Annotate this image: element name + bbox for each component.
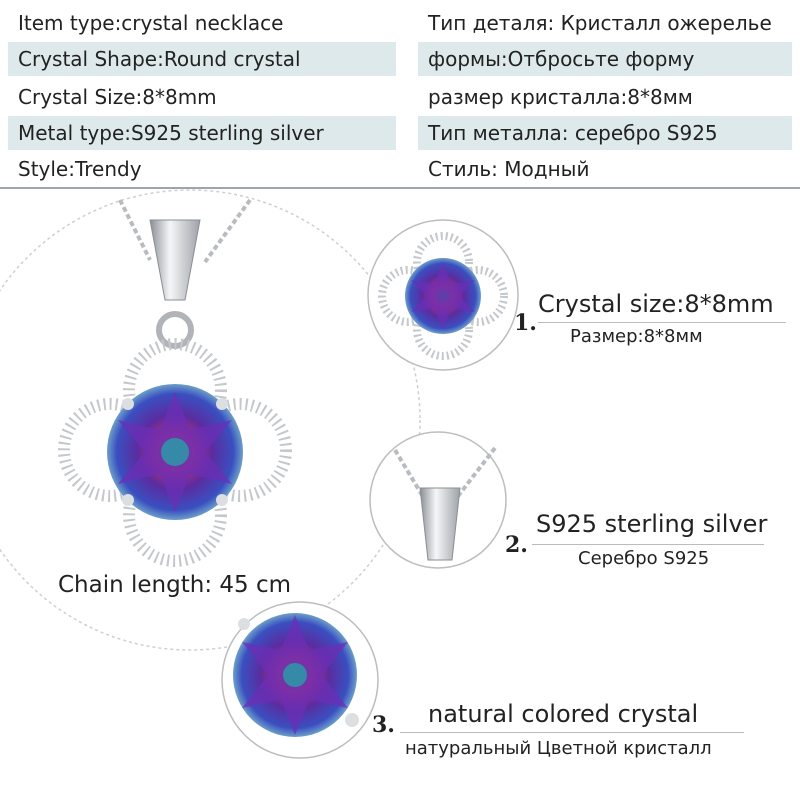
feature-1-number: 1. [514, 310, 537, 336]
main-chain [118, 198, 252, 264]
detail-view-crystal-size [367, 219, 519, 371]
spec-metal-type: Metal type:S925 sterling silver [8, 116, 396, 150]
feature-1-title: Crystal size:8*8mm [538, 290, 774, 318]
spec-metal-type-ru: Тип металла: серебро S925 [418, 116, 792, 150]
detail-view-silver [369, 431, 507, 569]
feature-2-number: 2. [505, 532, 528, 558]
feature-3-rule [400, 732, 744, 733]
spec-style-ru: Стиль: Модный [428, 157, 590, 181]
feature-2-rule [532, 544, 764, 545]
feature-2-subtitle: Серебро S925 [578, 548, 710, 569]
feature-3-subtitle: натуральный Цветной кристалл [405, 738, 712, 759]
spec-item-type-ru: Тип деталя: Кристалл ожерелье [428, 11, 772, 35]
detail-view-natural-crystal [221, 601, 379, 759]
spec-crystal-shape: Crystal Shape:Round crystal [8, 42, 396, 76]
chain-length-label: Chain length: 45 cm [58, 572, 292, 598]
spec-crystal-shape-ru: формы:Отбросьте форму [418, 42, 792, 76]
section-divider [0, 187, 800, 189]
spec-crystal-size: Crystal Size:8*8mm [18, 85, 217, 109]
main-bail [149, 219, 201, 301]
feature-3-number: 3. [372, 712, 395, 738]
feature-1-subtitle: Размер:8*8мм [570, 326, 703, 347]
spec-style: Style:Trendy [18, 157, 142, 181]
feature-1-rule [538, 322, 786, 323]
spec-crystal-size-ru: размер кристалла:8*8мм [428, 85, 693, 109]
feature-3-title: natural colored crystal [428, 700, 699, 728]
main-pendant-view [0, 189, 421, 651]
spec-item-type: Item type:crystal necklace [18, 11, 284, 35]
feature-2-title: S925 sterling silver [536, 510, 768, 538]
